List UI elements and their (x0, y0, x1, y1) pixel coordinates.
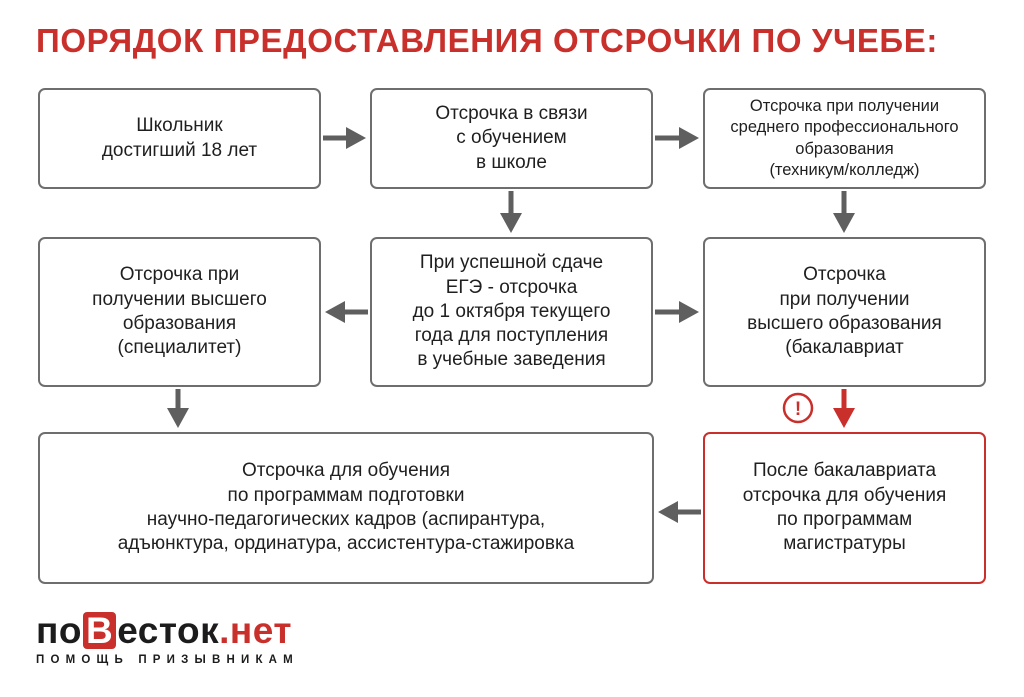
arrow-bachelor-to-master (833, 389, 855, 428)
box-specialist-deferment: Отсрочка при получении высшего образован… (38, 237, 321, 387)
box-bachelor-deferment: Отсрочка при получении высшего образован… (703, 237, 986, 387)
box-ege: При успешной сдаче ЕГЭ - отсрочка до 1 о… (370, 237, 653, 387)
logo-part-2: В (82, 612, 117, 649)
box-master-deferment: После бакалавриата отсрочка для обучения… (703, 432, 986, 584)
arrow-school-to-ege (500, 191, 522, 233)
box-bachelor-deferment-text: Отсрочка при получении высшего образован… (747, 264, 942, 359)
box-schoolboy-text: Школьник достигший 18 лет (101, 115, 258, 161)
logo-part-4: .нет (219, 610, 292, 651)
arrow-specialist-to-postgrad (167, 389, 189, 428)
box-spo-deferment-text: Отсрочка при получении среднего професси… (730, 96, 959, 179)
box-postgrad-deferment: Отсрочка для обучения по программам подг… (38, 432, 654, 584)
arrow-school-to-spo (655, 127, 699, 149)
arrow-ege-to-specialist (325, 301, 368, 323)
arrow-spo-to-bachelor (833, 191, 855, 233)
box-specialist-deferment-text: Отсрочка при получении высшего образован… (92, 264, 267, 359)
page-title: ПОРЯДОК ПРЕДОСТАВЛЕНИЯ ОТСРОЧКИ ПО УЧЕБЕ… (36, 22, 938, 59)
arrow-ege-to-bachelor (655, 301, 699, 323)
logo-part-1: по (36, 610, 82, 651)
box-ege-text: При успешной сдаче ЕГЭ - отсрочка до 1 о… (412, 252, 611, 371)
box-spo-deferment: Отсрочка при получении среднего професси… (703, 88, 986, 189)
warning-mark: ! (795, 399, 801, 420)
logo-part-3: есток (117, 610, 220, 651)
box-schoolboy: Школьник достигший 18 лет (38, 88, 321, 189)
box-master-deferment-text: После бакалавриата отсрочка для обучения… (742, 460, 947, 555)
warning-icon: ! (782, 392, 814, 424)
box-school-deferment: Отсрочка в связи с обучением в школе (370, 88, 653, 189)
arrow-master-to-postgrad (658, 501, 701, 523)
box-school-deferment-text: Отсрочка в связи с обучением в школе (435, 103, 588, 173)
box-postgrad-deferment-text: Отсрочка для обучения по программам подг… (117, 460, 575, 555)
arrow-schoolboy-to-school (323, 127, 366, 149)
logo-tagline: ПОМОЩЬ ПРИЗЫВНИКАМ (36, 654, 299, 666)
